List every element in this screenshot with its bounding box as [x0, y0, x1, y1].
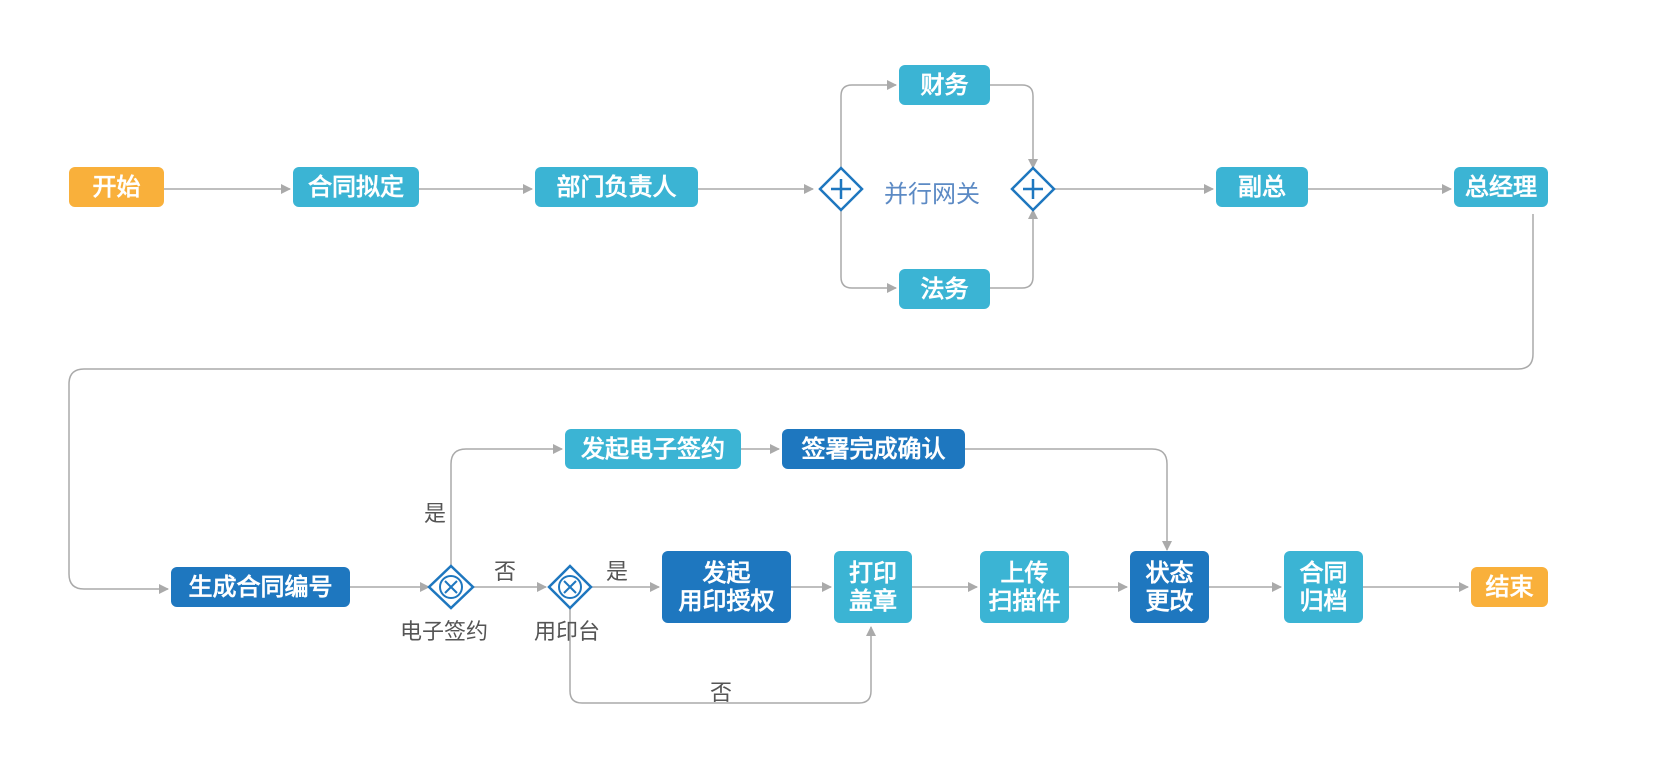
seal-gateway-label: 用印台: [534, 620, 601, 645]
edge-finance-join: [990, 84, 1038, 169]
seal-no-label: 否: [710, 681, 733, 706]
esign-yes-label: 是: [424, 502, 447, 527]
dept-head-node: 部门负责人: [535, 167, 698, 207]
edge-confirm-status: [965, 448, 1172, 551]
init-seal-auth-line2: 用印授权: [678, 587, 775, 615]
sign-confirm-node: 签署完成确认: [782, 429, 965, 469]
edge-esign-yes: [450, 444, 563, 566]
start-node: 开始: [69, 167, 164, 207]
vp-node: 副总: [1216, 167, 1308, 207]
draft-contract-node: 合同拟定: [293, 167, 419, 207]
status-change-node: 状态 更改: [1130, 551, 1209, 623]
seal-yes-label: 是: [606, 560, 629, 585]
upload-scan-node: 上传 扫描件: [980, 551, 1069, 623]
upload-scan-line2: 扫描件: [988, 587, 1061, 615]
print-stamp-line2: 盖章: [849, 587, 897, 615]
edge-seal-no: [569, 609, 876, 704]
end-node: 结束: [1471, 567, 1548, 607]
edge-legal-join: [990, 209, 1038, 289]
archive-node: 合同 归档: [1284, 551, 1363, 623]
parallel-gateway-label: 并行网关: [884, 180, 980, 208]
archive-line1: 合同: [1299, 559, 1348, 587]
parallel-join-gateway: [1010, 166, 1056, 212]
gm-node: 总经理: [1454, 167, 1548, 207]
legal-node: 法务: [899, 269, 990, 309]
print-stamp-line1: 打印: [849, 559, 897, 587]
edge-gateway-legal: [840, 210, 897, 293]
edge-gateway-finance: [840, 80, 897, 168]
status-change-line1: 状态: [1145, 559, 1194, 587]
esign-exclusive-gateway: [427, 564, 475, 610]
edge-gm-gennumber: [68, 214, 1534, 594]
esign-no-label: 否: [494, 560, 517, 585]
finance-node: 财务: [899, 65, 990, 105]
parallel-fork-gateway: [818, 166, 864, 212]
print-stamp-node: 打印 盖章: [834, 551, 912, 623]
upload-scan-line1: 上传: [1000, 559, 1049, 587]
init-seal-auth-line1: 发起: [702, 559, 751, 587]
status-change-line2: 更改: [1145, 587, 1194, 615]
gen-contract-number-node: 生成合同编号: [171, 567, 350, 607]
init-esign-node: 发起电子签约: [565, 429, 741, 469]
init-seal-auth-node: 发起 用印授权: [662, 551, 791, 623]
seal-exclusive-gateway: [547, 564, 593, 610]
esign-gateway-label: 电子签约: [400, 620, 489, 645]
archive-line2: 归档: [1299, 587, 1348, 615]
